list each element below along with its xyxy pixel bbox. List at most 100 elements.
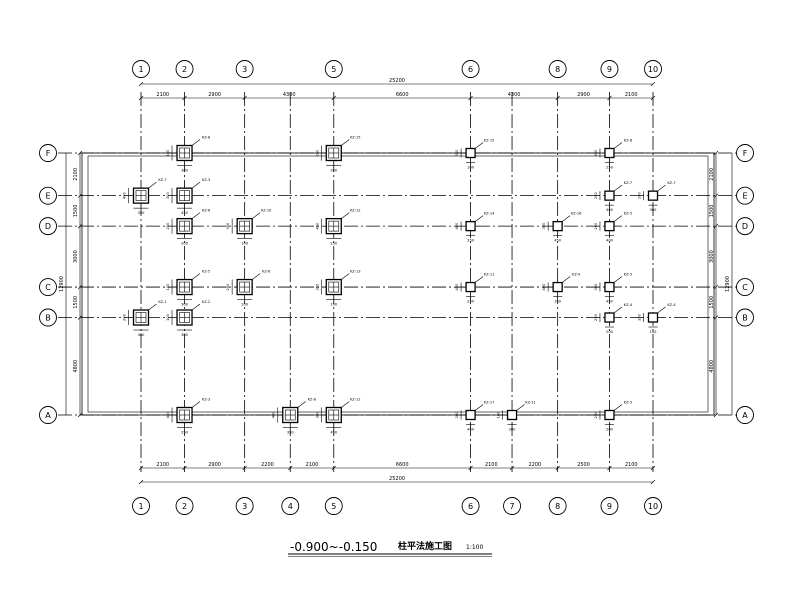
column-leader [657, 184, 666, 192]
column-section [604, 220, 615, 232]
title-name: 柱平法施工图 [398, 540, 452, 552]
column-leader [251, 212, 261, 219]
column-leader [341, 212, 350, 219]
column-tag: KZ-1 [158, 300, 166, 304]
axis-bubble-top-6: 6 [468, 65, 473, 74]
axis-bubble-top-9-circle [600, 60, 619, 78]
dim-text-left-3: 1500 [73, 205, 79, 218]
axis-bubble-top-9: 9 [607, 65, 612, 74]
dim-text-top-0: 2100 [156, 92, 169, 98]
column-dim-v: 250 [594, 313, 598, 321]
dim-total-tick-top [650, 81, 656, 87]
dim-tick-right [713, 150, 719, 156]
column-tag: KZ-7 [667, 181, 675, 185]
dim-tick-right [713, 284, 719, 290]
dim-text-right-4: 2100 [709, 168, 715, 181]
column-leader [341, 273, 350, 280]
dim-tick-right [713, 223, 719, 229]
column-dim-v: 350 [638, 313, 642, 321]
column-tag: KZ-5 [202, 270, 210, 274]
dim-text-top-2: 4300 [283, 92, 296, 98]
column-tag: KZ-4 [624, 303, 633, 307]
axis-bubble-bottom-3-circle [235, 497, 254, 515]
dim-tick-top [468, 95, 473, 101]
axis-bubble-bottom-6-circle [461, 497, 480, 515]
column-1B: KZ-1 400 200 [123, 300, 167, 337]
dim-text-left-1: 1500 [73, 296, 79, 309]
dim-tick-bottom [138, 465, 144, 471]
title-elevation: -0.900~-0.150 [290, 540, 377, 554]
column-tag: KZ-14 [484, 212, 495, 216]
column-dim-v: 100 [497, 411, 501, 419]
column-dim-h: 300 [181, 303, 189, 307]
column-dim-h: 250 [467, 300, 475, 304]
dim-text-top-3: 6600 [396, 92, 409, 98]
column-tag: KZ-6 [262, 270, 271, 274]
column-tag: KZ-7 [158, 178, 166, 182]
axis-bubble-top-8: 8 [555, 65, 560, 74]
dim-text-bottom-3: 2100 [306, 462, 319, 468]
column-leader [613, 142, 623, 149]
axis-bubble-bottom-9: 9 [607, 502, 612, 511]
column-leader [191, 401, 201, 408]
column-dim-v: 300 [166, 192, 170, 200]
column-dim-h: 400 [606, 239, 614, 243]
column-dim-h: 100 [330, 303, 338, 307]
column-tag: KZ-12 [350, 209, 361, 213]
column-dim-h: 100 [650, 330, 658, 334]
column-dim-h: 300 [181, 333, 189, 337]
column-section [465, 281, 476, 293]
dim-tick-right [713, 193, 719, 198]
dim-tick-top [607, 95, 612, 101]
column-leader [191, 181, 201, 189]
column-section [552, 281, 563, 293]
column-dim-h: 400 [138, 333, 146, 337]
dim-tick-top [182, 95, 187, 101]
column-dim-v: 400 [542, 283, 546, 291]
axis-bubble-right-C: C [742, 283, 748, 292]
axis-bubble-bottom-1-circle [132, 497, 150, 515]
axis-bubble-bottom-8: 8 [555, 502, 560, 511]
axis-bubble-bottom-6: 6 [468, 502, 473, 511]
column-dim-v: 100 [166, 149, 170, 157]
dim-tick-left [77, 150, 83, 156]
axis-bubble-left-E: E [45, 192, 50, 201]
dim-total-tick-top [138, 81, 144, 87]
axis-bubble-top-3: 3 [242, 65, 247, 74]
axis-bubble-left-C: C [45, 283, 51, 292]
column-dim-v: 350 [226, 222, 230, 230]
column-dim-v: 250 [226, 283, 230, 291]
column-tag: KZ-15 [484, 139, 495, 143]
column-dim-v: 400 [123, 192, 127, 200]
axis-bubble-bottom-1: 1 [138, 502, 143, 511]
column-leader [613, 404, 623, 411]
column-dim-h: 250 [606, 166, 614, 170]
column-dim-h: 350 [467, 239, 475, 243]
column-tag: KZ-10 [261, 209, 272, 213]
column-leader [613, 306, 623, 314]
column-dim-v: 450 [455, 283, 459, 291]
title-scale: 1:100 [466, 544, 483, 551]
column-dim-v: 200 [123, 313, 127, 321]
dim-tick-bottom [288, 465, 293, 471]
column-tag: KZ-8 [202, 136, 211, 140]
column-tag: KZ-6 [202, 209, 211, 213]
axis-bubble-left-C-circle [39, 278, 57, 296]
column-leader [191, 273, 201, 280]
axis-bubble-right-C-circle [736, 278, 754, 296]
axis-bubble-right-F-circle [736, 144, 754, 162]
